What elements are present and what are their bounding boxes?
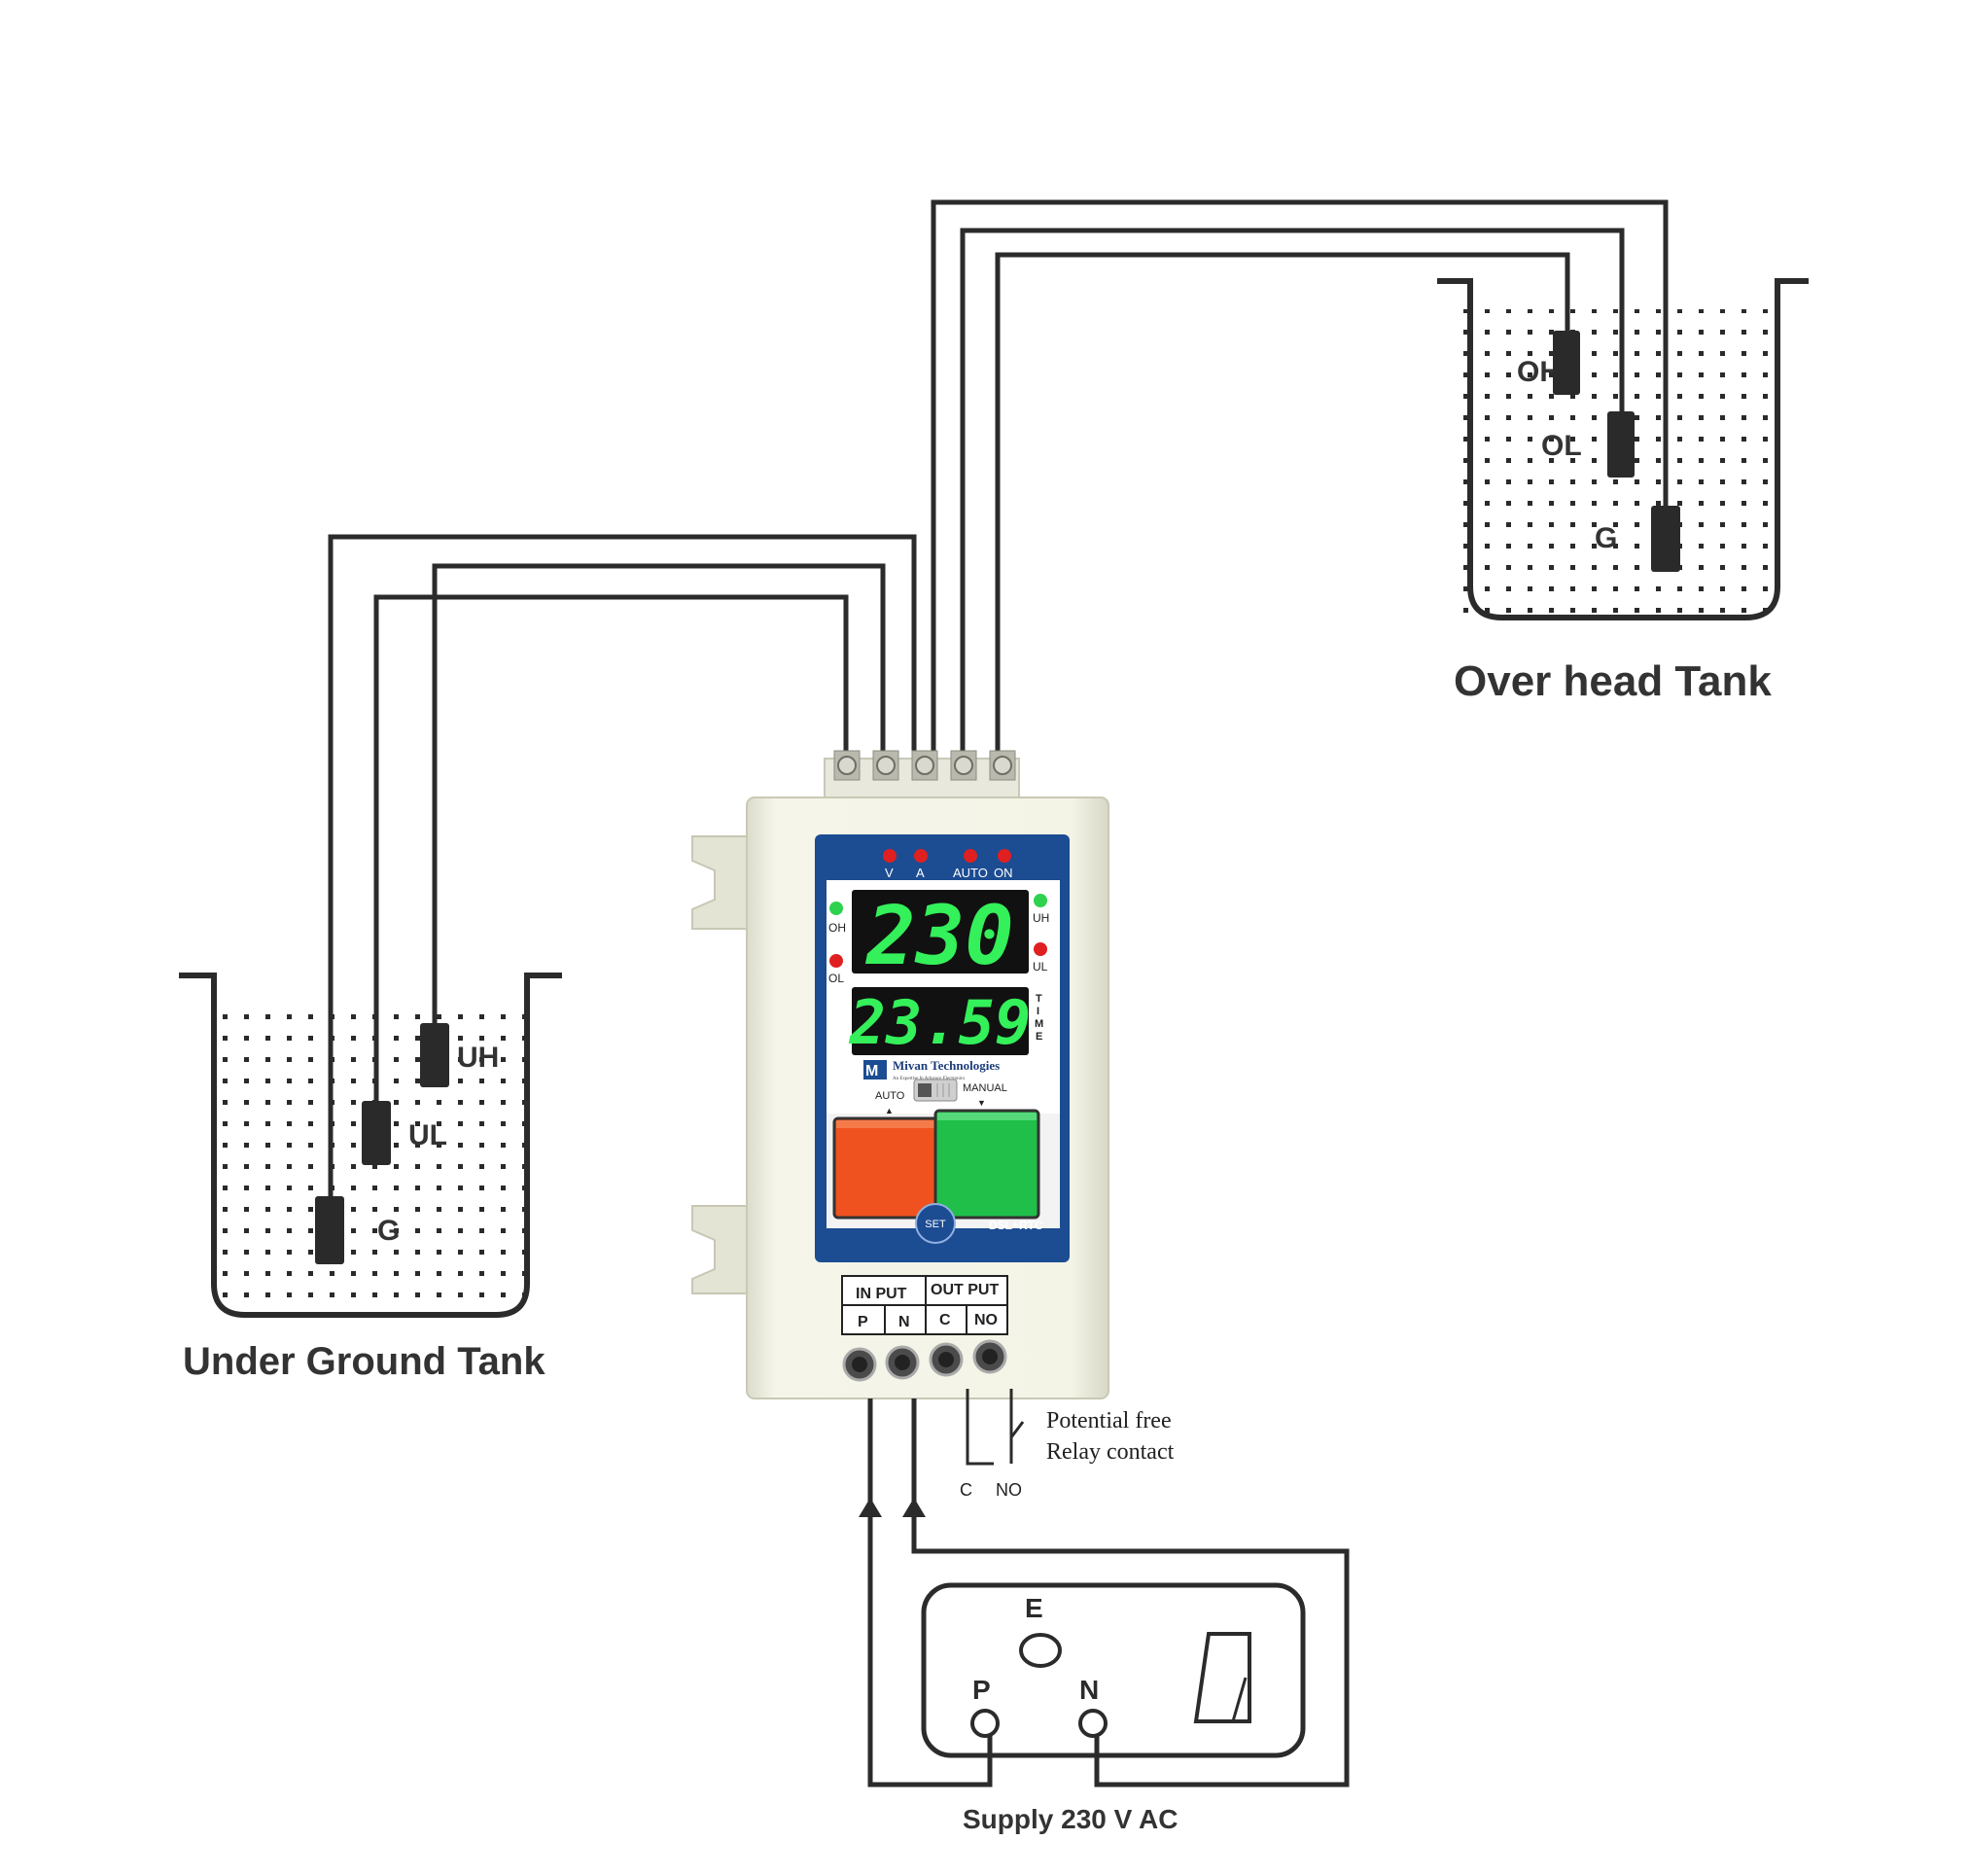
time-label-i: I (1037, 1006, 1039, 1017)
underground-tank-title: Under Ground Tank (183, 1340, 545, 1383)
terminal-label-no: NO (974, 1312, 998, 1328)
label-auto: AUTO (953, 866, 988, 880)
brand-logo: M (863, 1060, 887, 1080)
label-uh: UH (1033, 911, 1049, 925)
time-display: 23.59 T I M E (849, 987, 1043, 1058)
label-oh: OH (828, 921, 846, 935)
supply-wires (867, 1398, 1350, 1788)
underground-probe-label-uh: UH (457, 1042, 499, 1074)
socket-label-p: P (972, 1675, 991, 1705)
label-on: ON (994, 866, 1013, 880)
socket-switch-icon (1193, 1632, 1251, 1723)
auto-arrow-icon: ▲ (885, 1106, 894, 1115)
display-voltage: 230 (864, 888, 1014, 983)
socket-label-n: N (1079, 1675, 1099, 1705)
time-label-t: T (1036, 993, 1042, 1005)
bottom-terminals (842, 1339, 1007, 1382)
label-v: V (885, 866, 894, 880)
led-ul (1034, 942, 1047, 956)
main-display: 230 (852, 888, 1029, 983)
mode-manual-label: MANUAL (963, 1082, 1007, 1094)
label-a: A (916, 866, 925, 880)
label-ol: OL (828, 972, 844, 985)
set-button-label: SET (925, 1219, 946, 1230)
top-indicators: V A AUTO ON (883, 849, 1013, 880)
relay-wires (966, 1389, 1025, 1466)
probe-oh (1553, 331, 1580, 395)
supply-socket (921, 1582, 1306, 1758)
time-label-e: E (1036, 1031, 1042, 1043)
brand-name: Mivan Technologies (893, 1058, 1000, 1073)
led-on (998, 849, 1011, 863)
label-ul: UL (1033, 960, 1048, 973)
output-header: OUT PUT (931, 1282, 999, 1298)
led-v (883, 849, 897, 863)
time-label-m: M (1035, 1018, 1043, 1030)
overhead-tank-title: Over head Tank (1454, 657, 1772, 705)
neutral-pin (1078, 1709, 1108, 1738)
probes (315, 331, 1680, 1264)
led-oh (829, 902, 843, 915)
mode-switch[interactable] (913, 1079, 958, 1102)
led-uh (1034, 894, 1047, 907)
display-time: 23.59 (849, 987, 1032, 1058)
terminal-label-c: C (939, 1312, 951, 1328)
model-label: DSL+RTC (989, 1219, 1043, 1232)
manual-arrow-icon: ▼ (977, 1098, 986, 1108)
led-ol (829, 954, 843, 968)
set-button[interactable]: SET (915, 1203, 956, 1244)
level-indicators: OH OL UH UL (828, 894, 1049, 985)
overhead-probe-label-g: G (1595, 522, 1617, 554)
earth-pin (1019, 1633, 1062, 1668)
overhead-probe-label-ol: OL (1541, 430, 1582, 462)
underground-probe-label-g: G (377, 1215, 400, 1247)
socket-label-e: E (1025, 1593, 1043, 1623)
sensor-wires (328, 199, 1669, 1225)
underground-probe-label-ul: UL (408, 1119, 447, 1151)
probe-ul (362, 1101, 391, 1165)
probe-underground-g (315, 1196, 344, 1264)
relay-c-label: C (960, 1480, 972, 1500)
led-a (914, 849, 928, 863)
relay-caption-line1: Potential free (1046, 1408, 1172, 1434)
terminal-label-table (841, 1275, 1008, 1335)
probe-uh (420, 1023, 449, 1087)
start-button[interactable] (933, 1109, 1040, 1220)
top-terminals (833, 750, 1016, 781)
probe-ol (1607, 411, 1635, 478)
phase-pin (970, 1709, 1000, 1738)
mode-auto-label: AUTO (875, 1090, 905, 1102)
input-header: IN PUT (856, 1286, 907, 1302)
relay-caption-line2: Relay contact (1046, 1439, 1175, 1465)
relay-no-label: NO (996, 1480, 1022, 1500)
terminal-label-n: N (898, 1314, 910, 1330)
led-auto (964, 849, 977, 863)
supply-arrows (859, 1498, 926, 1517)
probe-overhead-g (1651, 506, 1680, 572)
terminal-label-p: P (858, 1314, 868, 1330)
svg-text:M: M (865, 1063, 878, 1080)
supply-caption: Supply 230 V AC (963, 1804, 1178, 1834)
stop-button[interactable] (832, 1116, 941, 1220)
